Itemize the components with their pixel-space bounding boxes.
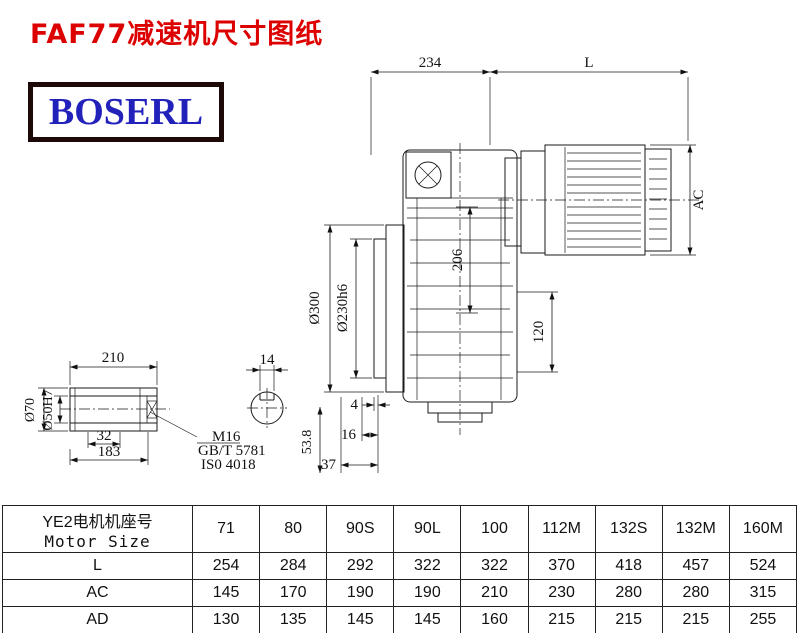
table-cell: 280 — [594, 579, 663, 607]
table-cell: 210 — [460, 579, 529, 607]
boserl-logo-text: BOSERL — [48, 91, 204, 133]
table-cell: 190 — [393, 579, 462, 607]
mounting-flange — [373, 224, 405, 393]
table-cell: 280 — [661, 579, 730, 607]
keyway-section: 14 — [246, 352, 288, 428]
table-cell: 322 — [393, 552, 462, 580]
motor-size-header: YE2电机机座号 Motor Size — [2, 505, 193, 553]
table-cell: 145 — [191, 579, 261, 607]
dim-120: 120 — [531, 321, 547, 344]
dim-300: Ø300 — [307, 291, 323, 324]
dim-183: 183 — [98, 444, 121, 460]
table-cell: 215 — [661, 606, 730, 633]
table-row-AC: AC 145 170 190 190 210 230 280 280 315 — [2, 579, 798, 607]
dim-234: 234 — [419, 55, 442, 71]
dim-50H7: Ø50H7 — [41, 389, 56, 430]
dim-flange-group: Ø300 Ø230h6 — [307, 224, 384, 393]
table-cell: 315 — [728, 579, 798, 607]
table-row-AD: AD 130 135 145 145 160 215 215 215 255 — [2, 606, 798, 633]
table-cell: 457 — [661, 552, 730, 580]
dim-206: 206 — [450, 248, 466, 271]
size-col-header: 90S — [326, 505, 395, 553]
dim-4: 4 — [351, 397, 359, 413]
size-col-header: 132S — [594, 505, 663, 553]
dim-210: 210 — [102, 350, 125, 366]
size-col-header: 132M — [661, 505, 730, 553]
table-cell: 190 — [326, 579, 395, 607]
size-col-header: 90L — [393, 505, 462, 553]
table-cell: 145 — [393, 606, 462, 633]
table-cell: 255 — [728, 606, 798, 633]
motor-outline — [498, 144, 700, 256]
dim-206-group: 206 — [450, 206, 478, 314]
table-cell: 160 — [460, 606, 529, 633]
size-col-header: 100 — [460, 505, 529, 553]
dim-L: L — [584, 55, 593, 71]
gearbox-housing — [402, 143, 518, 435]
table-cell: 254 — [191, 552, 261, 580]
dim-53-8: 53.8 — [300, 430, 315, 455]
shaft-detail: 210 Ø70 Ø50H7 32 183 M16 GB/T 5 — [23, 350, 266, 473]
size-col-header: 71 — [191, 505, 261, 553]
size-col-header: 160M — [728, 505, 798, 553]
dim-234-L-group: 234 L — [370, 55, 689, 155]
note-m16: M16 — [212, 429, 241, 445]
table-cell: 418 — [594, 552, 663, 580]
table-header-row: YE2电机机座号 Motor Size 71 80 90S 90L 100 11… — [2, 505, 798, 553]
table-cell: 215 — [527, 606, 596, 633]
dim-14: 14 — [260, 352, 276, 368]
dim-AC-group: AC — [650, 144, 707, 256]
boserl-logo: BOSERL — [28, 82, 224, 142]
row-label: L — [2, 552, 193, 580]
note-gbt5781: GB/T 5781 — [198, 443, 266, 459]
motor-size-table: YE2电机机座号 Motor Size 71 80 90S 90L 100 11… — [2, 505, 798, 633]
motor-size-header-en: Motor Size — [44, 531, 151, 551]
table-cell: 135 — [259, 606, 328, 633]
dim-37: 37 — [321, 457, 337, 473]
table-cell: 370 — [527, 552, 596, 580]
dim-70: Ø70 — [23, 398, 38, 422]
table-cell: 284 — [259, 552, 328, 580]
table-cell: 322 — [460, 552, 529, 580]
motor-size-header-cn: YE2电机机座号 — [42, 513, 153, 531]
row-label: AD — [2, 606, 193, 633]
table-row-L: L 254 284 292 322 322 370 418 457 524 — [2, 552, 798, 580]
row-label: AC — [2, 579, 193, 607]
table-cell: 215 — [594, 606, 663, 633]
technical-drawing: 234 L — [23, 55, 707, 473]
table-cell: 145 — [326, 606, 395, 633]
size-col-header: 112M — [527, 505, 596, 553]
dim-32: 32 — [97, 428, 112, 444]
page-title: FAF77减速机尺寸图纸 — [30, 19, 324, 50]
table-cell: 292 — [326, 552, 395, 580]
table-cell: 524 — [728, 552, 798, 580]
dim-bottom-group: 4 16 37 53.8 — [300, 395, 390, 473]
note-iso4018: IS0 4018 — [201, 457, 256, 473]
table-cell: 230 — [527, 579, 596, 607]
table-cell: 170 — [259, 579, 328, 607]
size-col-header: 80 — [259, 505, 328, 553]
dim-AC: AC — [691, 190, 707, 211]
table-cell: 130 — [191, 606, 261, 633]
dim-120-group: 120 — [517, 291, 558, 373]
dim-230h6: Ø230h6 — [335, 283, 351, 332]
dim-16: 16 — [341, 427, 357, 443]
